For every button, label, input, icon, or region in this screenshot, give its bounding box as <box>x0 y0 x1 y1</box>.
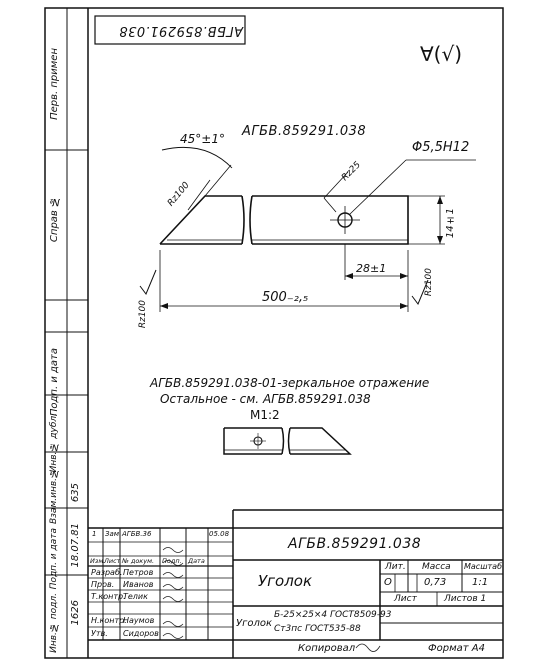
signer-name: Наумов <box>123 616 155 625</box>
drawing-title-code: АГБВ.859291.038 <box>242 124 367 139</box>
mirror-view <box>223 427 352 455</box>
signer-role: Т.контр. <box>91 592 126 601</box>
roughness-mark: ∀(√) <box>420 42 463 66</box>
signers-table: Разраб. Петров Пров. Иванов Т.контр. Тел… <box>88 567 233 640</box>
rev-row: 1 Зам. АГБВ.36 05.08 <box>88 530 233 542</box>
rev-izm: 1 <box>92 530 97 538</box>
scale-header: Масштаб <box>464 562 503 571</box>
dim-hole: Φ5,5H12 <box>412 140 470 155</box>
signer-name: Телик <box>123 592 148 601</box>
scale-value: 1:1 <box>472 577 489 588</box>
title-block-grid <box>88 509 503 658</box>
signer-name: Сидоров <box>123 629 159 638</box>
hdr-date: Дата <box>188 557 205 565</box>
footer-format: Формат А4 <box>428 643 485 654</box>
scale-note: М1:2 <box>250 408 280 422</box>
rev-list: Зам. <box>105 530 122 538</box>
mass-value: 0,73 <box>424 577 447 588</box>
hdr-list: Лист <box>104 557 121 565</box>
dim-offset: 28±1 <box>356 262 387 275</box>
material-line-1: Б-25×25×4 ГОСТ8509-93 <box>274 610 392 620</box>
main-part-view <box>159 195 409 245</box>
material-line-2: Ст3пс ГОСТ535-88 <box>274 624 361 634</box>
lit-value: О <box>384 577 392 588</box>
signer-name: Иванов <box>123 580 154 589</box>
footer-copied: Копировал <box>298 643 356 654</box>
dim-length: 500₋₂,₅ <box>262 290 309 305</box>
mirror-note-1: АГБВ.859291.038-01-зеркальное отражение <box>150 376 430 390</box>
header-row: Изм. Лист № докум. Подп. Дата <box>88 557 233 567</box>
lit-header: Лит. <box>385 562 406 572</box>
title-block-code: АГБВ.859291.038 <box>288 536 422 552</box>
dim-angle: 45°±1° <box>180 132 225 146</box>
top-box-code: АГБВ.859291.038 <box>118 23 243 38</box>
material-prefix: Уголок <box>236 618 273 629</box>
dim-rz100-bottom-left: Rz100 <box>138 300 148 329</box>
signer-role: Пров. <box>91 580 115 589</box>
sheets-label: Листов 1 <box>444 594 487 604</box>
signature-marks <box>162 547 381 652</box>
dim-height: 14±1 <box>445 208 456 239</box>
rev-date: 05.08 <box>209 530 230 538</box>
mass-header: Масса <box>422 562 451 572</box>
signer-role: Разраб. <box>91 568 123 577</box>
signer-name: Петров <box>123 568 154 577</box>
hdr-sign: Подп. <box>162 557 182 565</box>
sheet-label: Лист <box>394 594 417 604</box>
hdr-izm: Изм. <box>90 557 106 565</box>
signer-role: Утв. <box>91 629 108 638</box>
signer-role: Н.контр. <box>91 616 127 625</box>
mirror-note-2: Остальное - см. АГБВ.859291.038 <box>160 392 371 406</box>
title-block-name: Уголок <box>258 572 313 590</box>
dim-rz100-bottom-right: Rz100 <box>424 268 434 297</box>
hdr-doc: № докум. <box>122 557 155 565</box>
rev-doc: АГБВ.36 <box>122 530 152 538</box>
